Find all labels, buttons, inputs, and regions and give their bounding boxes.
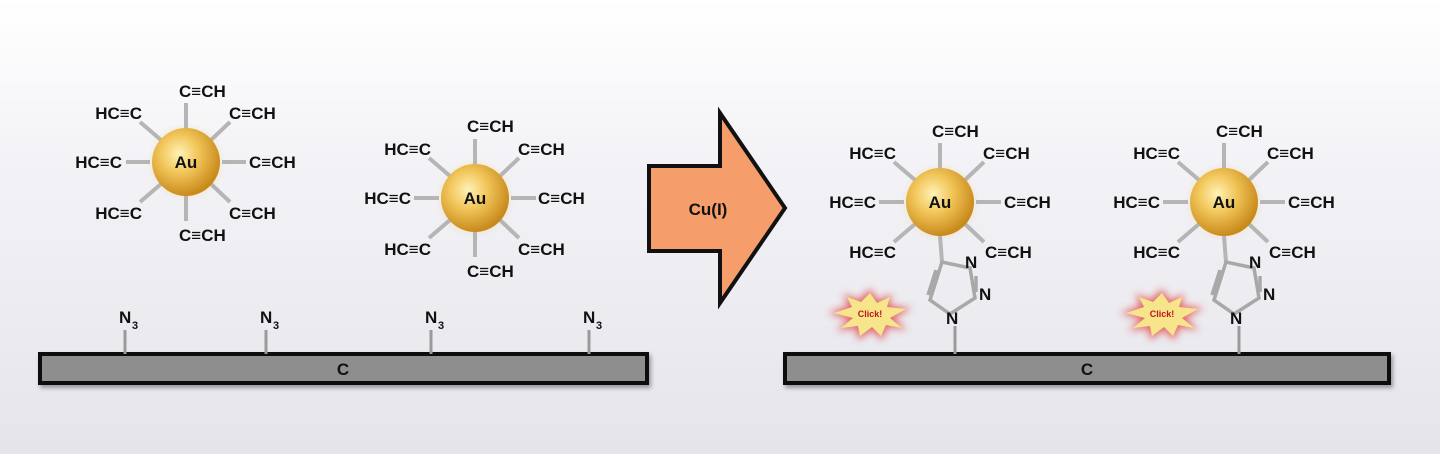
azide-subscript: 3 <box>596 320 602 332</box>
azide-label: N <box>119 308 131 327</box>
triazole-n-label: N <box>1249 253 1261 272</box>
click-label: Click! <box>1150 309 1175 319</box>
alkyne-label: C≡CH <box>467 262 514 281</box>
alkyne-label: HC≡C <box>95 204 142 223</box>
clicked-nanoparticle-1: Au C≡CH C≡CH C≡CH C≡CH HC≡C HC≡C HC≡C N … <box>829 122 1051 354</box>
gold-label: Au <box>1213 193 1236 212</box>
alkyne-label: C≡CH <box>467 117 514 136</box>
azide-subscript: 3 <box>132 320 138 332</box>
alkyne-label: HC≡C <box>364 189 411 208</box>
alkyne-label: C≡CH <box>1216 122 1263 141</box>
alkyne-label: C≡CH <box>179 82 226 101</box>
click-label: Click! <box>858 309 883 319</box>
clicked-nanoparticle-2: Au C≡CH C≡CH C≡CH C≡CH HC≡C HC≡C HC≡C N … <box>1113 122 1335 354</box>
alkyne-label: C≡CH <box>249 153 296 172</box>
alkyne-label: C≡CH <box>518 240 565 259</box>
gold-nanoparticle-2: Au C≡CH C≡CH C≡CH C≡CH C≡CH HC≡C HC≡C HC… <box>364 117 585 281</box>
azide-label: N <box>425 308 437 327</box>
gold-label: Au <box>175 153 198 172</box>
alkyne-label: C≡CH <box>179 226 226 245</box>
alkyne-label: HC≡C <box>849 144 896 163</box>
alkyne-label: C≡CH <box>538 189 585 208</box>
alkyne-label: C≡CH <box>985 243 1032 262</box>
triazole-n-label: N <box>979 285 991 304</box>
gold-label: Au <box>464 189 487 208</box>
azide-group-1: N 3 <box>119 308 138 354</box>
azide-label: N <box>260 308 272 327</box>
azide-subscript: 3 <box>438 320 444 332</box>
triazole-n-label: N <box>946 309 958 328</box>
alkyne-label: C≡CH <box>1004 193 1051 212</box>
alkyne-label: HC≡C <box>75 153 122 172</box>
alkyne-label: HC≡C <box>384 140 431 159</box>
catalyst-label: Cu(I) <box>689 200 728 219</box>
alkyne-label: HC≡C <box>384 240 431 259</box>
reaction-arrow: Cu(I) <box>647 106 788 310</box>
triazole-n-label: N <box>965 253 977 272</box>
click-burst-1: Click! <box>828 289 912 340</box>
alkyne-label: C≡CH <box>1267 144 1314 163</box>
alkyne-label: HC≡C <box>95 104 142 123</box>
triazole-n-label: N <box>1263 285 1275 304</box>
gold-label: Au <box>929 193 952 212</box>
triazole-n-label: N <box>1230 309 1242 328</box>
alkyne-label: C≡CH <box>932 122 979 141</box>
substrate-label: C <box>1081 360 1093 379</box>
substrate-bar-left: C <box>38 352 649 385</box>
alkyne-label: HC≡C <box>829 193 876 212</box>
alkyne-label: C≡CH <box>1288 193 1335 212</box>
alkyne-label: HC≡C <box>849 243 896 262</box>
alkyne-label: C≡CH <box>1269 243 1316 262</box>
alkyne-label: C≡CH <box>229 104 276 123</box>
alkyne-label: HC≡C <box>1133 243 1180 262</box>
azide-group-2: N 3 <box>260 308 279 354</box>
alkyne-label: C≡CH <box>518 140 565 159</box>
alkyne-label: C≡CH <box>983 144 1030 163</box>
azide-group-4: N 3 <box>583 308 602 354</box>
azide-label: N <box>583 308 595 327</box>
gold-nanoparticle-1: Au C≡CH C≡CH C≡CH C≡CH C≡CH HC≡C HC≡C HC… <box>75 82 296 245</box>
azide-group-3: N 3 <box>425 308 444 354</box>
substrate-label: C <box>337 360 349 379</box>
alkyne-label: HC≡C <box>1113 193 1160 212</box>
click-burst-2: Click! <box>1120 289 1204 340</box>
alkyne-label: C≡CH <box>229 204 276 223</box>
azide-subscript: 3 <box>273 320 279 332</box>
alkyne-label: HC≡C <box>1133 144 1180 163</box>
substrate-bar-right: C <box>783 352 1391 385</box>
